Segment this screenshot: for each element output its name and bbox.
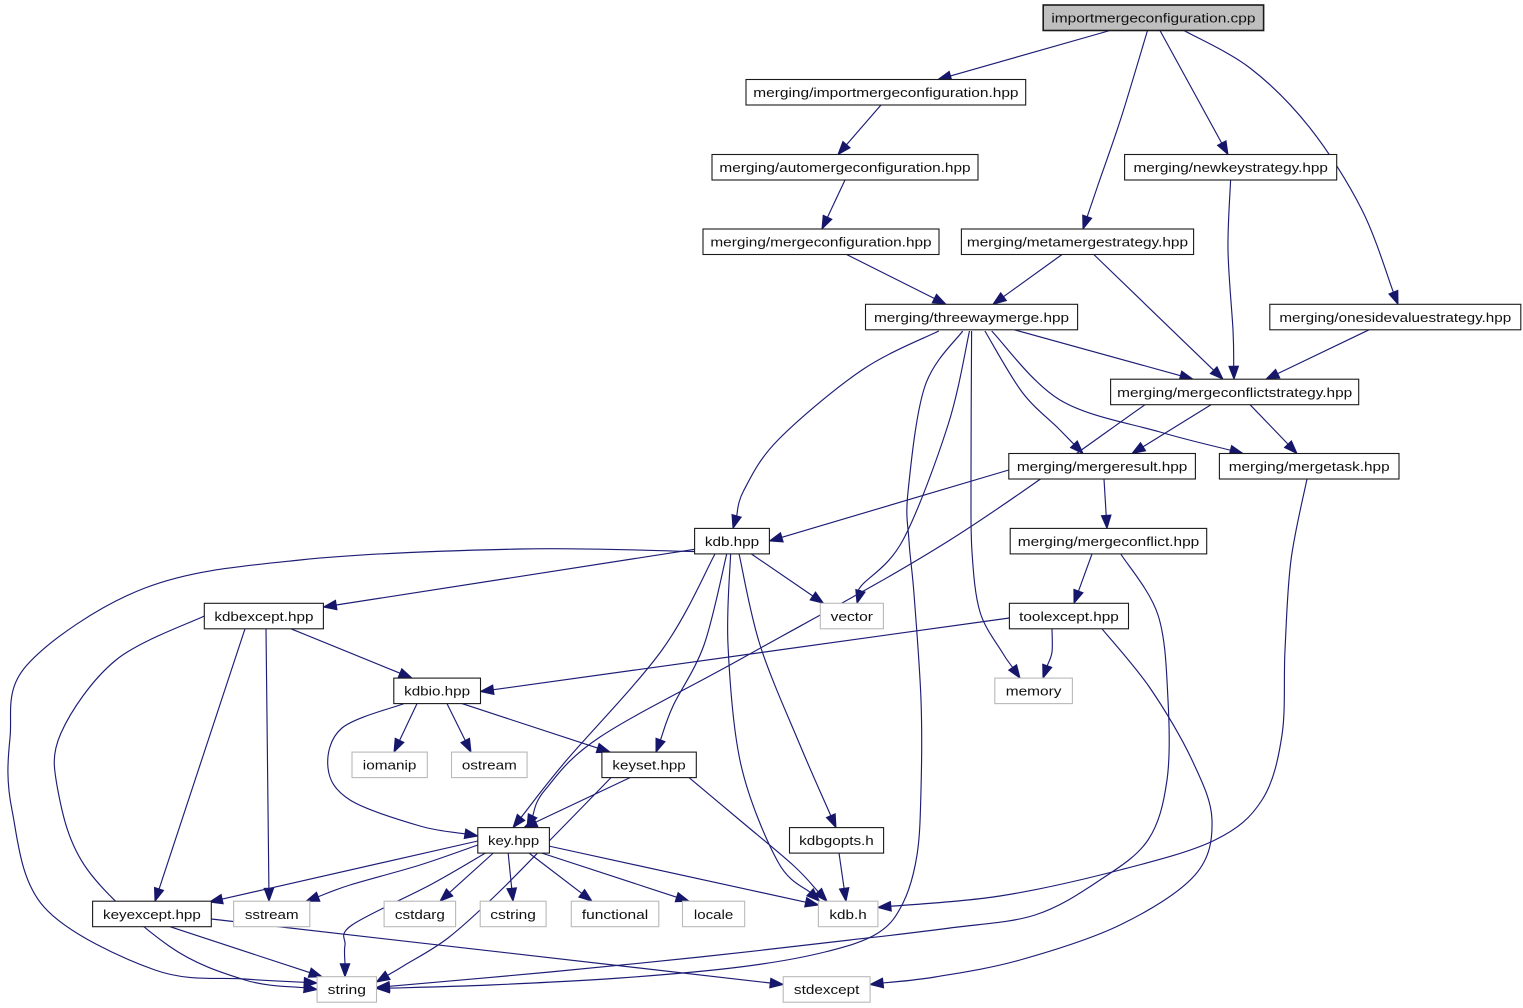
svg-text:merging/mergeconflictstrategy.: merging/mergeconflictstrategy.hpp [1117,385,1352,400]
svg-text:locale: locale [694,907,733,922]
svg-text:merging/mergetask.hpp: merging/mergetask.hpp [1229,459,1390,474]
svg-text:sstream: sstream [245,907,299,922]
svg-text:merging/mergeconfiguration.hpp: merging/mergeconfiguration.hpp [710,235,931,250]
svg-text:merging/newkeystrategy.hpp: merging/newkeystrategy.hpp [1134,160,1328,175]
svg-text:keyexcept.hpp: keyexcept.hpp [103,907,201,922]
svg-text:kdbexcept.hpp: kdbexcept.hpp [214,609,313,624]
svg-text:kdb.h: kdb.h [829,907,866,922]
svg-text:merging/metamergestrategy.hpp: merging/metamergestrategy.hpp [967,235,1188,250]
svg-text:kdb.hpp: kdb.hpp [705,534,759,549]
svg-text:merging/mergeresult.hpp: merging/mergeresult.hpp [1017,459,1188,474]
svg-text:importmergeconfiguration.cpp: importmergeconfiguration.cpp [1051,11,1255,26]
svg-text:string: string [328,982,366,997]
svg-text:iomanip: iomanip [363,758,417,773]
svg-text:cstdarg: cstdarg [395,907,445,922]
svg-text:merging/mergeconflict.hpp: merging/mergeconflict.hpp [1018,534,1199,549]
svg-text:merging/automergeconfiguration: merging/automergeconfiguration.hpp [719,160,970,175]
svg-text:kdbgopts.h: kdbgopts.h [799,833,874,848]
svg-text:keyset.hpp: keyset.hpp [612,758,685,773]
svg-text:merging/onesidevaluestrategy.h: merging/onesidevaluestrategy.hpp [1279,310,1511,325]
svg-text:ostream: ostream [462,758,517,773]
svg-text:kdbio.hpp: kdbio.hpp [404,684,470,699]
svg-text:merging/importmergeconfigurati: merging/importmergeconfiguration.hpp [753,85,1018,100]
svg-text:key.hpp: key.hpp [488,833,539,848]
svg-text:cstring: cstring [490,907,536,922]
svg-text:memory: memory [1006,684,1062,699]
svg-text:vector: vector [831,609,874,624]
svg-text:toolexcept.hpp: toolexcept.hpp [1019,609,1119,624]
svg-text:merging/threewaymerge.hpp: merging/threewaymerge.hpp [874,310,1069,325]
svg-text:functional: functional [582,907,648,922]
svg-text:stdexcept: stdexcept [794,982,860,997]
